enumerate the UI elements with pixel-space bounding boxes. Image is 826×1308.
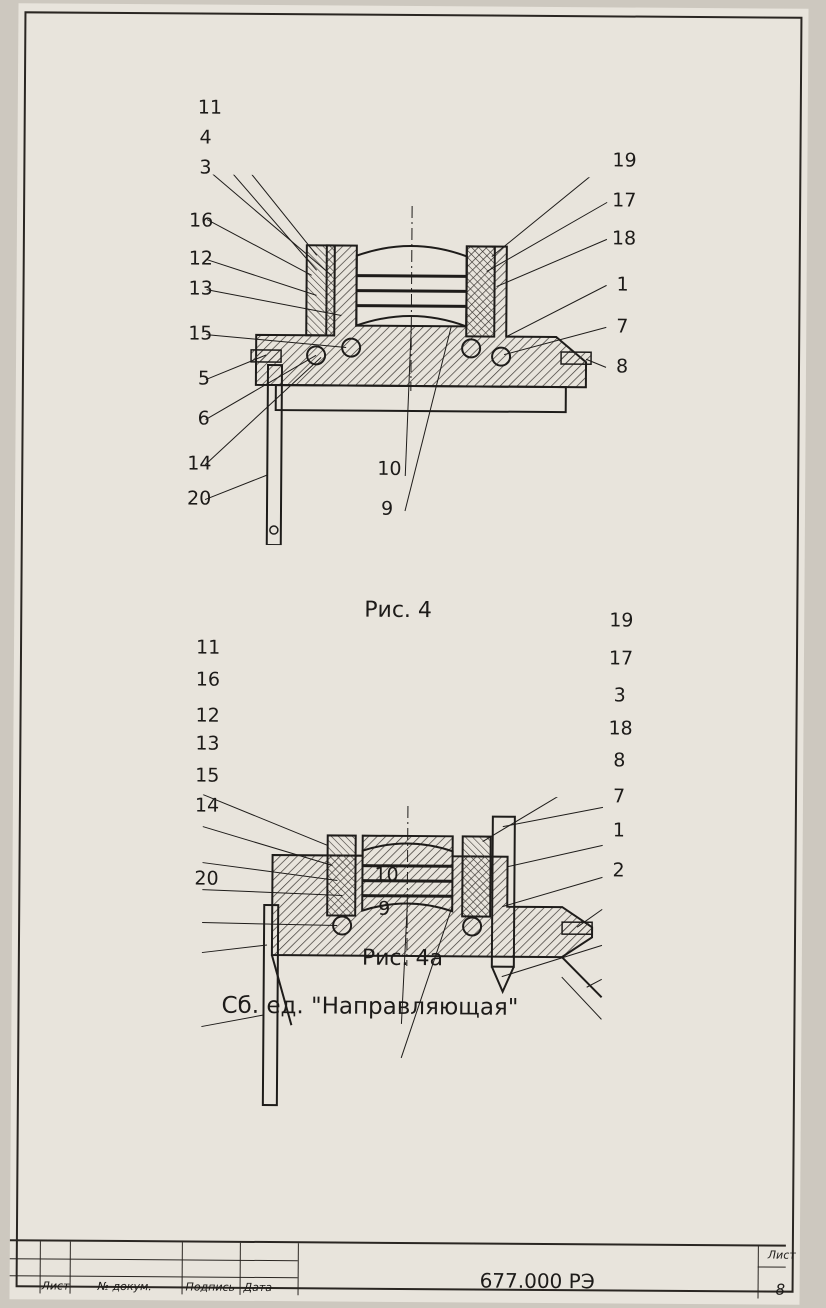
fig4a-label: 13	[195, 732, 220, 755]
fig4a-label: 11	[195, 636, 221, 659]
stamp-col-docnum: № докум.	[97, 1279, 152, 1294]
fig4a-label: 7	[612, 785, 626, 808]
fig4-label: 15	[188, 322, 213, 345]
fig4a-label: 2	[612, 859, 625, 882]
fig4-label: 6	[197, 407, 210, 430]
fig4-label: 18	[611, 227, 637, 250]
fig4-label: 1	[616, 273, 629, 296]
fig4-label: 14	[187, 452, 212, 475]
fig4-label: 7	[616, 315, 629, 338]
fig4-label: 4	[199, 126, 212, 149]
figure-4-drawing	[204, 174, 608, 547]
sheet-label: Лист	[767, 1248, 796, 1262]
fig4a-label: 10	[374, 863, 399, 886]
stamp-divider	[69, 1241, 71, 1294]
stamp-col-sheet: Лист	[41, 1279, 70, 1293]
figure-4a-drawing	[201, 794, 604, 1107]
fig4a-label: 3	[613, 684, 626, 707]
fig4-label: 17	[612, 189, 637, 212]
fig4a-label: 1	[612, 819, 625, 842]
fig4-label: 5	[197, 367, 211, 390]
fig4a-label: 8	[613, 749, 626, 772]
sheet-number: 8	[775, 1280, 786, 1299]
stamp-divider	[239, 1242, 241, 1295]
fig4-label: 16	[188, 209, 214, 232]
fig4a-label: 16	[195, 668, 221, 691]
assembly-title: Сб. ед. "Направляющая"	[221, 992, 519, 1021]
fig4-label: 13	[188, 277, 213, 300]
stamp-row-line	[9, 1258, 298, 1262]
fig4a-label: 18	[608, 717, 633, 740]
sheet-cell-divider	[757, 1266, 786, 1268]
fig4a-label: 9	[378, 897, 391, 920]
stamp-col-date: Дата	[243, 1280, 273, 1295]
fig4a-label: 20	[194, 867, 219, 890]
fig4-label: 11	[197, 96, 223, 119]
stamp-col-signature: Подпись	[185, 1280, 236, 1294]
figure-4a-caption: Рис. 4а	[361, 945, 444, 972]
document-number: 677.000 РЭ	[479, 1268, 595, 1294]
fig4a-label: 17	[608, 647, 634, 670]
figure-4-caption: Рис. 4	[364, 597, 433, 624]
fig4-label: 19	[612, 149, 637, 172]
fig4-label: 20	[187, 487, 212, 510]
fig4a-label: 15	[195, 764, 220, 787]
fig4-label: 10	[377, 457, 402, 480]
stamp-divider	[297, 1243, 299, 1296]
fig4-label: 8	[615, 355, 629, 378]
fig4a-label: 14	[194, 794, 220, 817]
title-block: Лист № докум. Подпись Дата	[9, 1239, 786, 1299]
stamp-divider	[181, 1242, 183, 1295]
stamp-row-line	[9, 1275, 298, 1279]
fig4-label: 9	[380, 497, 394, 520]
document-sheet: 11 4 3 16 12 13 15 5 6 14 20 19 17 18 1 …	[9, 3, 809, 1305]
fig4-label: 12	[188, 247, 214, 270]
fig4a-label: 12	[195, 704, 220, 727]
fig4-label: 3	[199, 156, 212, 179]
stamp-divider	[757, 1246, 759, 1299]
fig4a-label: 19	[609, 609, 634, 632]
